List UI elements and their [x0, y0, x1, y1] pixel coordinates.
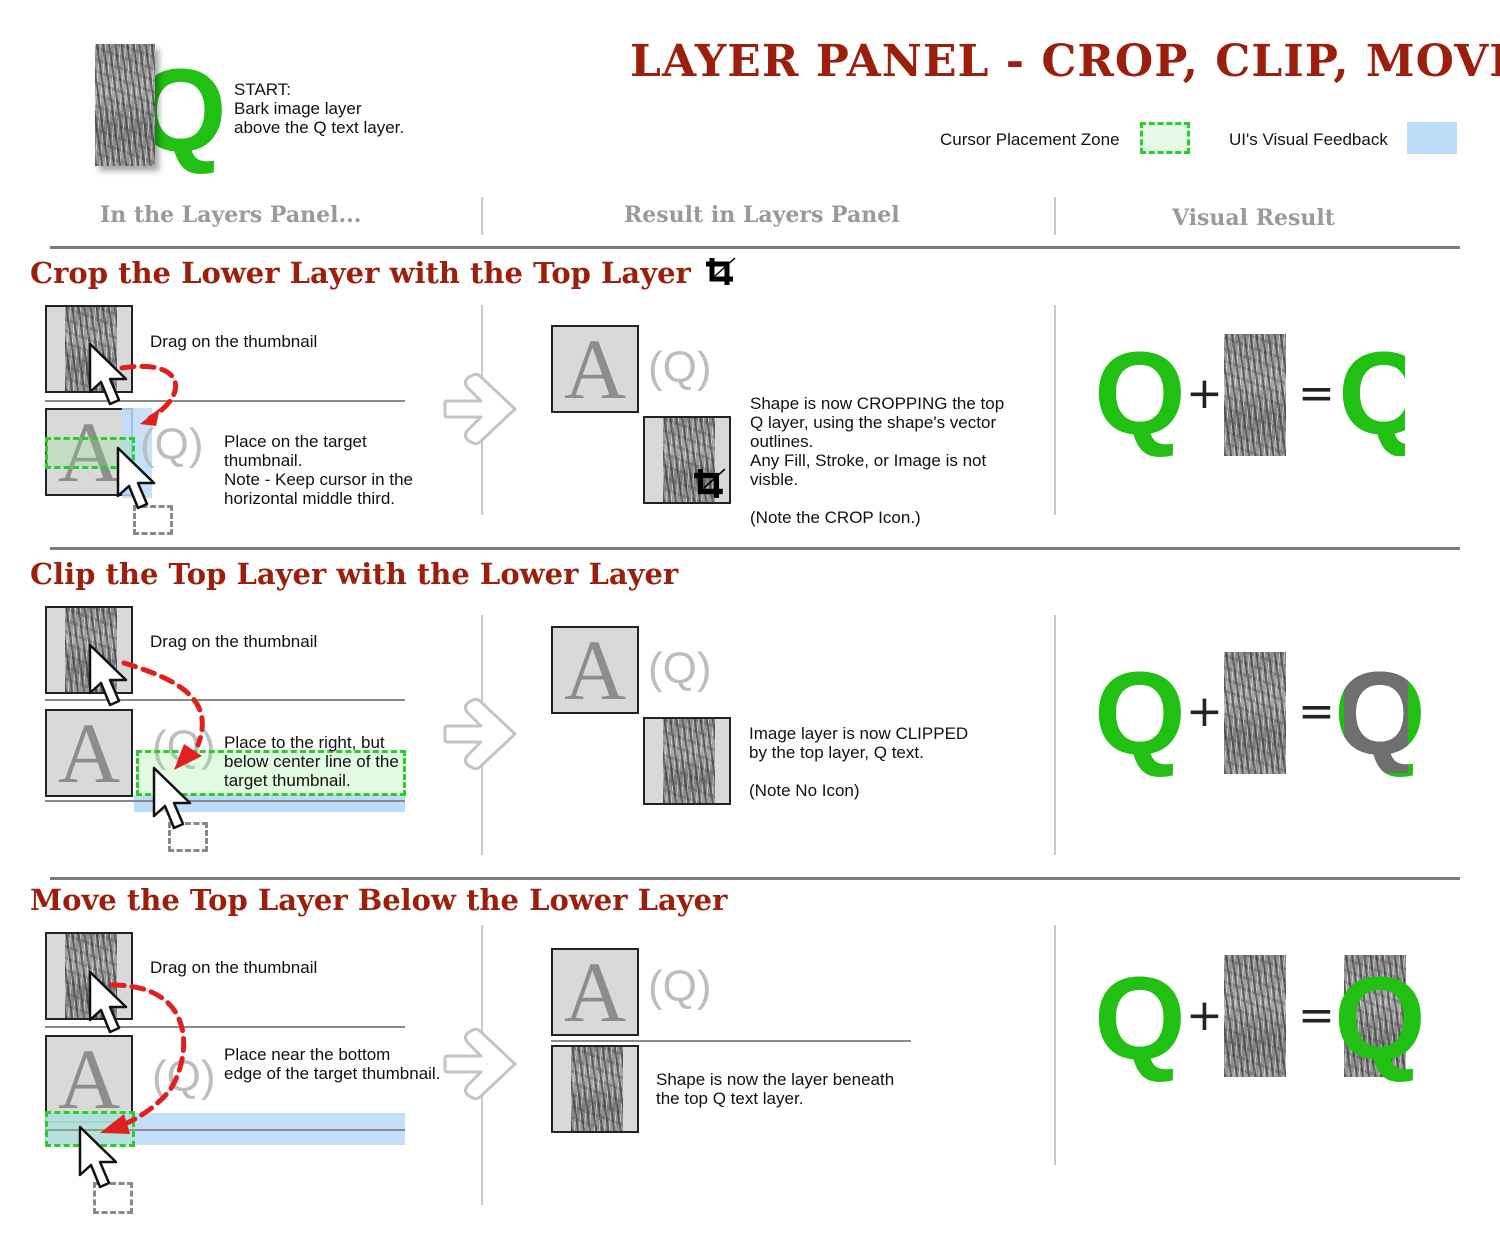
- clipped-q-result: Q Q: [1334, 648, 1426, 780]
- step-drag-text: Drag on the thumbnail: [150, 958, 318, 977]
- result-arrow-icon: [443, 697, 517, 771]
- result-image-thumbnail: [551, 1045, 639, 1133]
- q-text-layer: Q: [1094, 328, 1186, 460]
- start-line2: above the Q text layer.: [234, 118, 405, 137]
- section-rule: [50, 547, 1460, 550]
- bark-image: [95, 44, 155, 166]
- bark-image: [1344, 955, 1406, 1077]
- drag-arrow: [100, 982, 187, 1134]
- column-divider: [1054, 615, 1056, 855]
- bark-image: [1224, 955, 1286, 1077]
- plus-sign: +: [1186, 686, 1223, 737]
- header-rule: [50, 246, 1460, 249]
- layer-divider: [45, 400, 405, 402]
- result-image-thumbnail: [643, 717, 731, 805]
- column-head-result: Result in Layers Panel: [624, 202, 900, 228]
- target-layer-thumbnail[interactable]: A: [45, 709, 133, 797]
- crop-icon: [705, 257, 736, 285]
- cropped-q-result: Q: [1342, 334, 1405, 456]
- section-title-move: Move the Top Layer Below the Lower Layer: [30, 883, 728, 917]
- cursor-arrow-icon: [88, 342, 128, 406]
- section-title-crop: Crop the Lower Layer with the Top Layer: [30, 256, 737, 290]
- start-description: START: Bark image layer above the Q text…: [234, 80, 404, 137]
- equals-sign: =: [1298, 686, 1335, 737]
- start-illustration: Q: [95, 44, 227, 170]
- layer-divider: [45, 1026, 405, 1028]
- section-title-clip: Clip the Top Layer with the Lower Layer: [30, 557, 679, 591]
- start-line1: Bark image layer: [234, 99, 362, 118]
- result-layer-name: (Q): [648, 962, 712, 1011]
- column-divider: [1054, 197, 1056, 235]
- cursor-arrow-icon: [88, 643, 128, 707]
- result-shape-thumbnail: A: [551, 626, 639, 714]
- result-layer-name: (Q): [648, 644, 712, 693]
- column-divider: [1054, 305, 1056, 515]
- layer-name-label: (Q): [140, 420, 204, 469]
- start-label: START:: [234, 80, 291, 99]
- legend-feedback-label: UI's Visual Feedback: [1229, 130, 1388, 149]
- layer-divider: [45, 699, 405, 701]
- layer-divider: [45, 800, 405, 802]
- column-divider: [1054, 925, 1056, 1165]
- legend-feedback-swatch: [1407, 122, 1457, 154]
- ghost-drag-outline: [133, 505, 173, 535]
- bark-image: [1224, 334, 1286, 456]
- layer-divider: [45, 1129, 405, 1131]
- page-title: LAYER PANEL - CROP, CLIP, MOVE: [630, 36, 1500, 87]
- section-title-text: Crop the Lower Layer with the Top Layer: [30, 256, 691, 290]
- q-text-layer: Q: [1094, 953, 1186, 1085]
- column-head-layers-panel: In the Layers Panel...: [100, 202, 362, 228]
- ghost-drag-outline: [168, 822, 208, 852]
- equals-sign: =: [1298, 368, 1335, 419]
- result-arrow-icon: [443, 1027, 517, 1101]
- layer-divider: [551, 1040, 911, 1042]
- crop-icon: [694, 468, 726, 498]
- cursor-arrow-icon: [116, 446, 156, 510]
- step-drag-text: Drag on the thumbnail: [150, 332, 318, 351]
- step-drag-text: Drag on the thumbnail: [150, 632, 318, 651]
- cursor-arrow-icon: [88, 970, 128, 1034]
- result-shape-thumbnail: A: [551, 325, 639, 413]
- drag-arrow: [121, 660, 205, 770]
- column-head-visual: Visual Result: [1172, 205, 1335, 231]
- plus-sign: +: [1186, 368, 1223, 419]
- result-shape-thumbnail: A: [551, 948, 639, 1036]
- ui-feedback-highlight: [134, 795, 405, 812]
- legend-zone-label: Cursor Placement Zone: [940, 130, 1120, 149]
- q-text-layer: Q: [1094, 648, 1186, 780]
- bark-image: [1224, 652, 1286, 774]
- result-image-thumbnail: [643, 416, 731, 504]
- section-rule: [50, 877, 1460, 880]
- column-divider: [481, 197, 483, 235]
- plus-sign: +: [1186, 990, 1223, 1041]
- q-over-bark-result: Q: [1334, 953, 1426, 1085]
- cursor-arrow-icon: [152, 766, 192, 830]
- result-layer-name: (Q): [648, 343, 712, 392]
- drag-arrow: [119, 363, 178, 426]
- ghost-drag-outline: [93, 1182, 133, 1214]
- cursor-arrow-icon: [78, 1125, 118, 1189]
- equals-sign: =: [1298, 990, 1335, 1041]
- legend-zone-swatch: [1140, 122, 1190, 154]
- result-arrow-icon: [443, 372, 517, 446]
